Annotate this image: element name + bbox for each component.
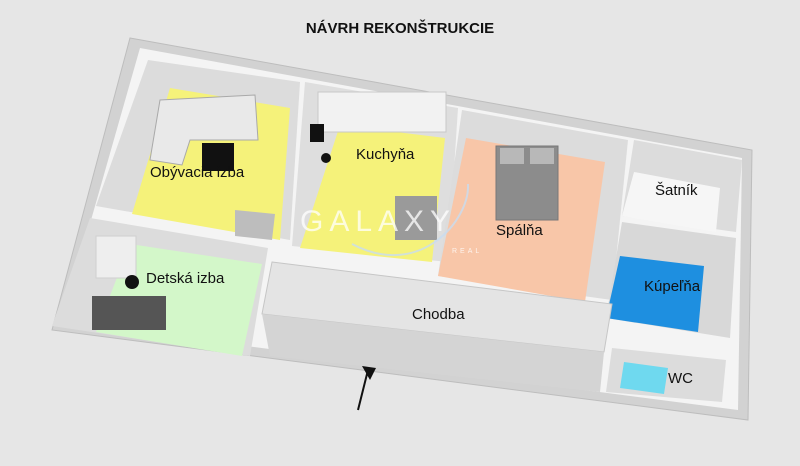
entry-arrow-line xyxy=(357,369,369,411)
chair xyxy=(125,275,139,289)
plan-title: NÁVRH REKONŠTRUKCIE xyxy=(305,20,495,37)
watermark-sub: REAL xyxy=(452,248,483,255)
room-label-chodba: Chodba xyxy=(412,306,465,323)
pillow-left xyxy=(500,148,524,164)
room-label-kupelna: Kúpeľňa xyxy=(644,278,701,295)
room-label-spalna: Spálňa xyxy=(496,222,543,239)
children-furniture xyxy=(92,296,166,330)
stool xyxy=(321,153,331,163)
kitchen-appliance xyxy=(310,124,324,142)
wardrobe-floor xyxy=(622,172,720,232)
room-label-obyvacia: Obývacia izba xyxy=(150,164,245,181)
living-shelf xyxy=(235,210,275,240)
desk xyxy=(95,235,137,279)
dining-table xyxy=(395,196,437,240)
watermark-logo: GALAXY xyxy=(300,205,457,238)
room-label-detska: Detská izba xyxy=(146,270,225,287)
room-label-kuchyna: Kuchyňa xyxy=(356,146,415,163)
sofa xyxy=(149,94,259,166)
room-label-wc: WC xyxy=(668,370,693,387)
entry-arrow-head xyxy=(362,366,376,380)
bathroom-floor xyxy=(606,256,704,332)
room-label-satnik: Šatník xyxy=(655,182,698,199)
wc-floor xyxy=(620,362,668,394)
watermark-swoosh xyxy=(351,183,470,257)
corridor-wall xyxy=(262,314,604,392)
pillow-right xyxy=(530,148,554,164)
coffee-table xyxy=(202,143,234,171)
kitchen-counter xyxy=(317,91,447,133)
